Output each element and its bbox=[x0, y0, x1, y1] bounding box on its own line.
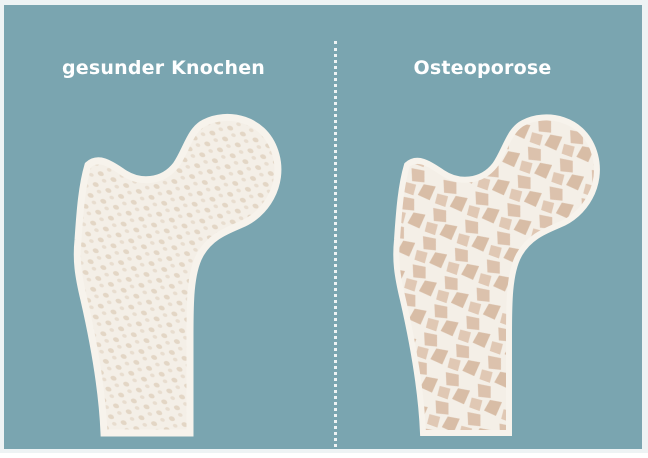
healthy-bone-panel: gesunder Knochen bbox=[4, 5, 323, 449]
osteoporosis-femur-shape bbox=[396, 117, 597, 433]
healthy-femur-shape bbox=[77, 117, 278, 433]
osteoporosis-femur-illustration bbox=[323, 5, 647, 458]
healthy-femur-illustration bbox=[4, 5, 328, 458]
osteoporosis-panel: Osteoporose bbox=[323, 5, 642, 449]
